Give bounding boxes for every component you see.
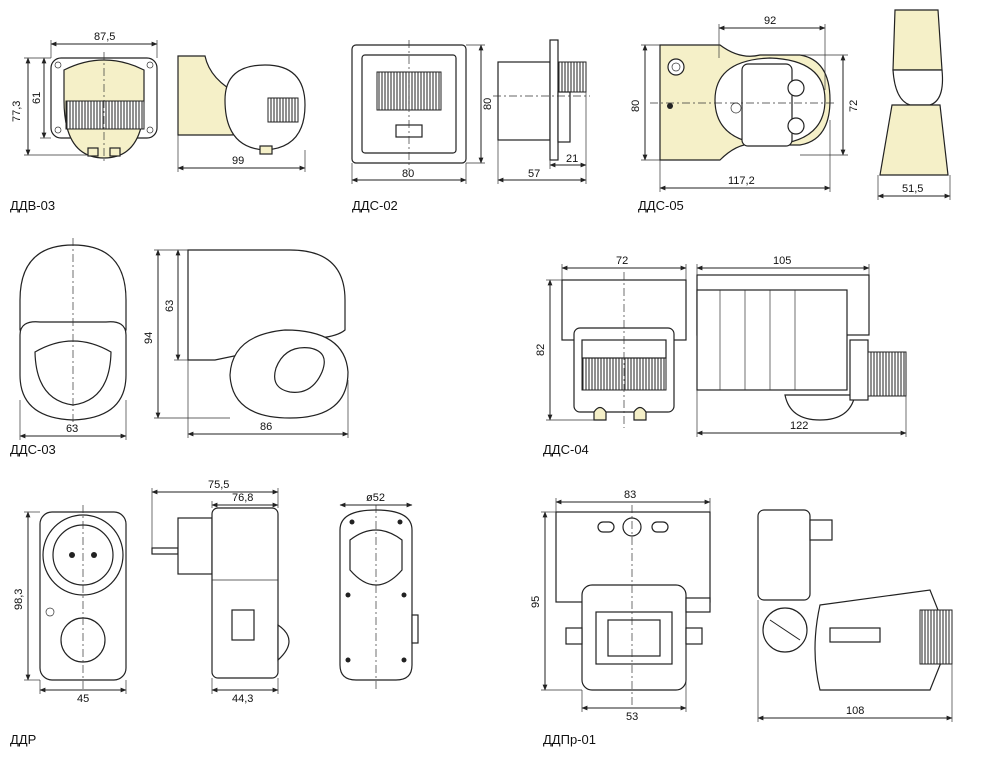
dim-text: 92 (764, 15, 776, 27)
dim-text: 87,5 (94, 31, 115, 43)
dim-text: 72 (848, 100, 860, 112)
dim-text: 80 (630, 100, 642, 112)
ddv03-drawing (24, 40, 306, 172)
dim-text: 98,3 (13, 589, 25, 610)
ddr-drawing (24, 488, 419, 694)
dds03-drawing (19, 238, 349, 440)
dim-text: 45 (77, 693, 89, 705)
product-label-dds04: ДДС-04 (543, 442, 589, 457)
dim-text: 53 (626, 711, 638, 723)
dim-text: 94 (143, 332, 155, 344)
dim-text: 80 (482, 98, 494, 110)
dds02-drawing (351, 39, 590, 184)
dim-text: 75,5 (208, 479, 229, 491)
dim-text: 51,5 (902, 183, 923, 195)
dim-text: 122 (790, 420, 808, 432)
dim-text: 105 (773, 255, 791, 267)
product-label-ddr: ДДР (10, 732, 37, 747)
dim-text: 63 (66, 423, 78, 435)
dim-text: 83 (624, 489, 636, 501)
dim-text: 80 (402, 168, 414, 180)
product-label-ddv03: ДДВ-03 (10, 198, 56, 213)
dim-text: 57 (528, 168, 540, 180)
dim-text: 108 (846, 705, 864, 717)
dim-text: 117,2 (728, 175, 755, 187)
product-label-ddpr01: ДДПр-01 (543, 732, 596, 747)
dim-text: 63 (164, 300, 176, 312)
dim-text: 82 (535, 344, 547, 356)
dim-text: 61 (31, 92, 43, 104)
product-label-dds05: ДДС-05 (638, 198, 684, 213)
dds05-drawing (641, 9, 951, 200)
dim-text: 44,3 (232, 693, 253, 705)
product-label-dds03: ДДС-03 (10, 442, 56, 457)
dim-text: 86 (260, 421, 272, 433)
dim-text: 72 (616, 255, 628, 267)
dim-text: ø52 (366, 492, 385, 504)
dim-text: 76,8 (232, 492, 253, 504)
dim-text: 21 (566, 153, 578, 165)
dim-text: 77,3 (11, 101, 23, 122)
dds04-drawing (546, 264, 907, 437)
dim-text: 99 (232, 155, 244, 167)
product-label-dds02: ДДС-02 (352, 198, 398, 213)
dim-text: 95 (530, 596, 542, 608)
ddpr01-drawing (541, 498, 953, 722)
